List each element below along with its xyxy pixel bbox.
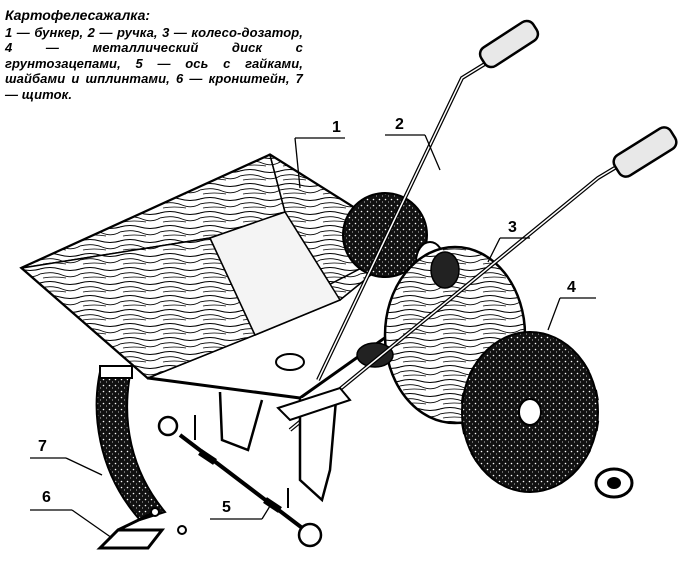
hopper-outlet <box>275 353 305 371</box>
coulter-bracket <box>218 386 352 503</box>
callout-5: 5 <box>222 499 231 516</box>
handle-grip-left <box>478 19 540 69</box>
axle-assembly <box>157 415 323 548</box>
axle-nut-bottom <box>297 522 323 548</box>
caption-title: Картофелесажалка: <box>5 7 151 23</box>
washer <box>594 467 634 499</box>
caption-legend: 1 — бункер, 2 — ручка, 3 — колесо-дозато… <box>5 24 303 102</box>
callout-7: 7 <box>38 438 47 455</box>
callout-4: 4 <box>567 279 576 296</box>
handle-grip-right <box>612 126 678 178</box>
shield <box>95 365 167 522</box>
toothed-disc <box>460 331 600 493</box>
handles <box>288 19 678 432</box>
callout-1: 1 <box>332 119 341 136</box>
disc-hub <box>518 398 542 426</box>
hopper <box>19 153 414 400</box>
figure-caption: Картофелесажалка: 1 — бункер, 2 — ручка,… <box>5 7 303 102</box>
callout-2: 2 <box>395 116 404 133</box>
axle-nut-top <box>157 415 179 437</box>
callouts: 1 2 3 4 5 6 7 <box>30 116 596 539</box>
callout-6: 6 <box>42 489 51 506</box>
bracket <box>96 507 187 550</box>
callout-3: 3 <box>508 219 517 236</box>
